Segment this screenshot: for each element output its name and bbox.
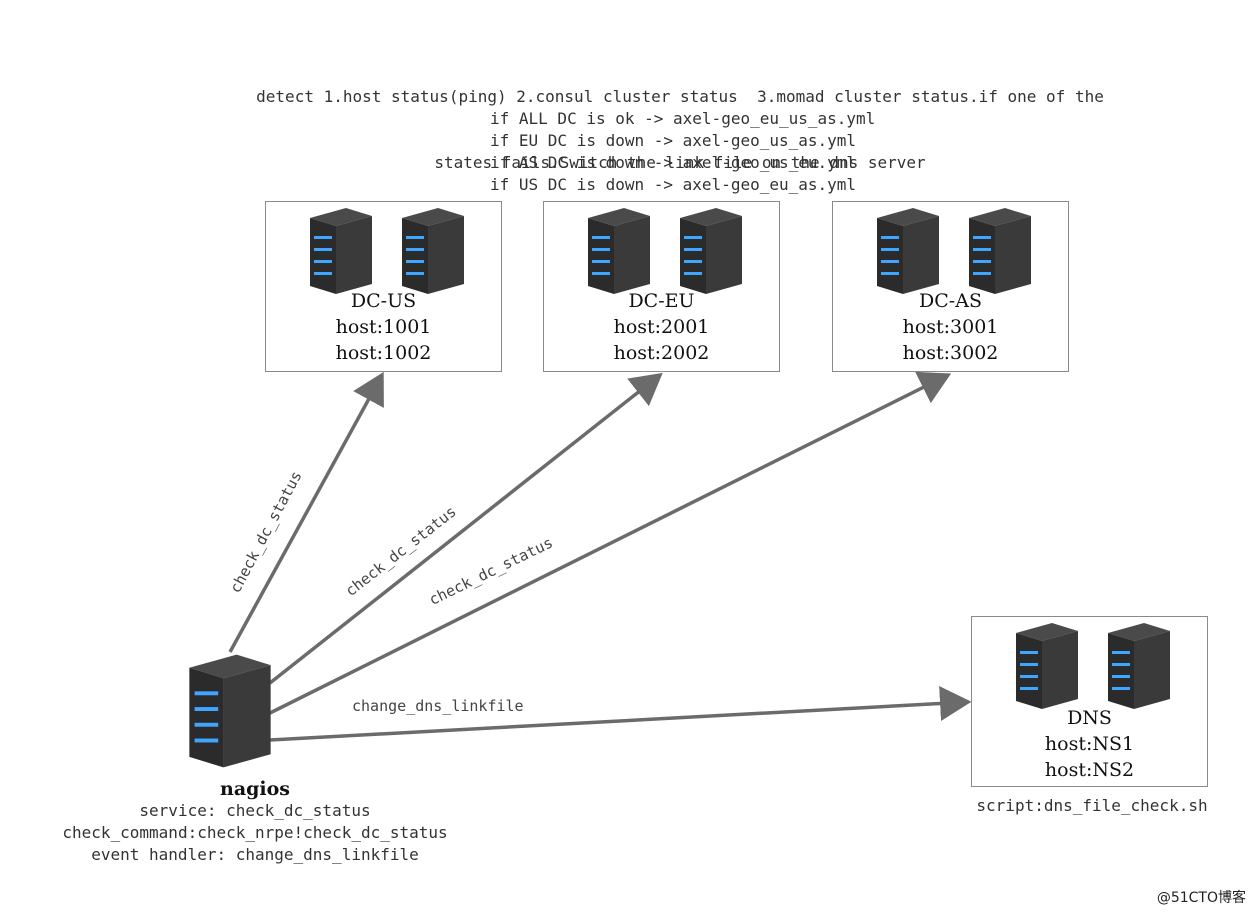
nagios-check-command: check_command:check_nrpe!check_dc_status — [62, 823, 448, 842]
nagios-server-icon — [189, 654, 271, 768]
server-icon — [310, 208, 372, 294]
server-icon — [680, 208, 742, 294]
dc-eu-host-2: host:2002 — [613, 342, 710, 364]
dc-us-host-2: host:1002 — [335, 342, 432, 364]
nagios-event-handler: event handler: change_dns_linkfile — [91, 845, 419, 864]
dns-host-1: host:NS1 — [1044, 733, 1135, 755]
nagios-service: service: check_dc_status — [139, 801, 371, 820]
dc-us-name: DC-US — [350, 290, 417, 312]
rule-all-ok: if ALL DC is ok -> axel-geo_eu_us_as.yml — [490, 109, 876, 128]
dns-script-label: script:dns_file_check.sh — [976, 796, 1208, 815]
nagios-info: nagios service: check_dc_status check_co… — [30, 778, 480, 866]
dc-eu-box: DC-EU host:2001 host:2002 — [543, 201, 780, 372]
edge-label-dns: change_dns_linkfile — [352, 697, 524, 715]
failover-rules: if ALL DC is ok -> axel-geo_eu_us_as.yml… — [490, 108, 875, 196]
rule-us-down: if US DC is down -> axel-geo_eu_as.yml — [490, 175, 857, 194]
server-icon — [402, 208, 464, 294]
diagram-header: detect 1.host status(ping) 2.consul clus… — [180, 42, 1180, 196]
server-icon — [969, 208, 1031, 294]
watermark: @51CTO博客 — [1156, 890, 1246, 906]
dns-host-2: host:NS2 — [1044, 759, 1135, 781]
server-icon — [1108, 623, 1170, 709]
dc-us-host-1: host:1001 — [335, 316, 432, 338]
server-icon — [877, 208, 939, 294]
arrow-to-dc-eu — [268, 372, 663, 685]
dns-box: DNS host:NS1 host:NS2 — [971, 616, 1208, 787]
dc-as-host-1: host:3001 — [902, 316, 999, 338]
dns-name: DNS — [1067, 707, 1112, 729]
arrow-to-dns — [269, 686, 972, 742]
server-icon — [1016, 623, 1078, 709]
arrow-to-dc-as — [269, 371, 952, 715]
header-line-1: detect 1.host status(ping) 2.consul clus… — [256, 87, 1104, 106]
arrow-to-dc-us — [228, 371, 384, 653]
dc-as-host-2: host:3002 — [902, 342, 999, 364]
dc-us-box: DC-US host:1001 host:1002 — [265, 201, 502, 372]
dc-as-box: DC-AS host:3001 host:3002 — [832, 201, 1069, 372]
server-icon — [588, 208, 650, 294]
header-line-2: states fails.Switch the link file on the… — [434, 153, 926, 172]
nagios-title: nagios — [220, 778, 290, 800]
rule-eu-down: if EU DC is down -> axel-geo_us_as.yml — [490, 131, 857, 150]
dc-as-name: DC-AS — [919, 290, 982, 312]
dc-eu-host-1: host:2001 — [613, 316, 710, 338]
dc-eu-name: DC-EU — [628, 290, 695, 312]
rule-as-down: if AS DC is down -> axel-geo_us_eu.yml — [490, 153, 857, 172]
